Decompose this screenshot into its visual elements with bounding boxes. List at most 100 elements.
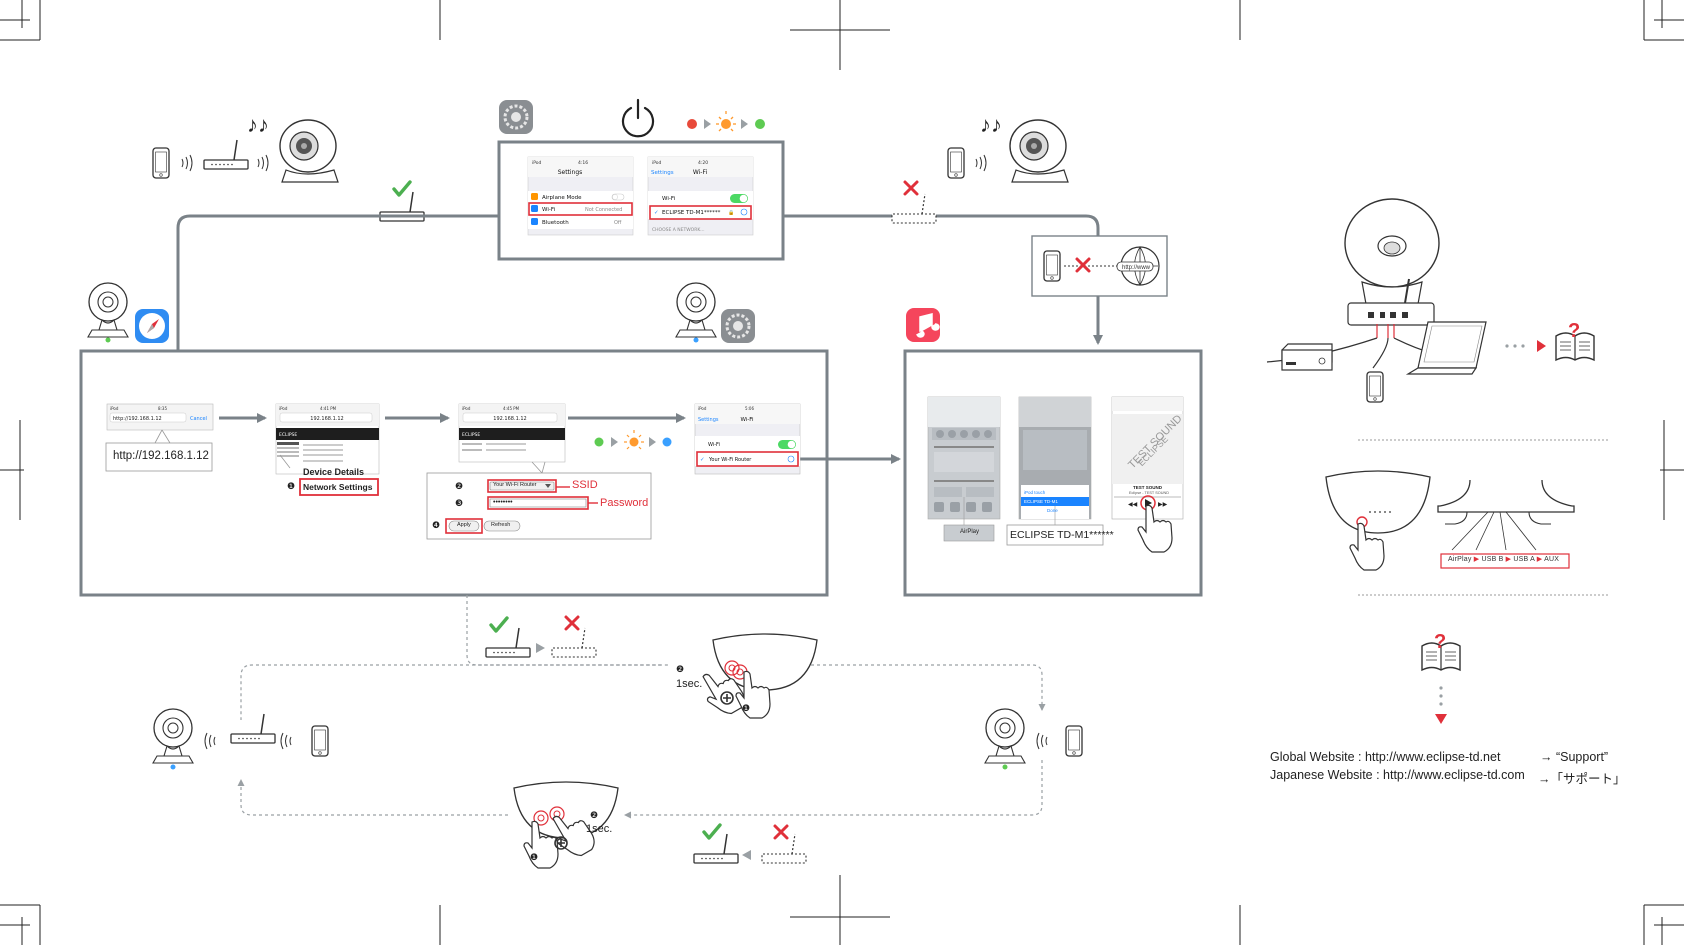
svg-text:Settings: Settings [698,417,719,423]
svg-text:iPod: iPod [532,160,542,166]
cross-icon [903,180,919,196]
input-aux: AUX [1544,556,1560,563]
svg-text:◀◀: ◀◀ [1128,502,1138,508]
svg-text:?: ? [1568,320,1580,342]
check-icon [392,180,412,197]
device-details-label: Device Details [303,467,365,477]
wifi-waves-icon [181,154,193,172]
svg-text:Bluetooth: Bluetooth [542,220,569,226]
dots-to-manual [1505,340,1546,352]
smartphone-icon [1366,371,1384,403]
svg-text:4:20: 4:20 [698,160,708,166]
step-4-badge: ❹ [432,520,441,530]
japanese-website[interactable]: Japanese Website : http://www.eclipse-td… [1270,768,1525,782]
svg-text:Wi-Fi: Wi-Fi [708,442,720,448]
audio-player-device [1281,343,1333,371]
test-sound-track: TEST SOUND [1133,485,1163,490]
speaker-icon [279,119,339,183]
speaker-front-icon-mid [675,282,717,343]
svg-text:Wi-Fi: Wi-Fi [542,207,556,213]
svg-text:?: ? [1434,631,1446,653]
reset-bottom-step-2: ❷ [590,810,599,820]
iphone-menu-item[interactable]: iPod touch [1024,490,1046,495]
wifi-waves-icon [1036,732,1048,750]
input-usb-a: USB A [1513,556,1535,563]
input-usb-b: USB B [1481,556,1504,563]
svg-text:Your Wi-Fi Router: Your Wi-Fi Router [708,457,752,463]
japanese-support-link[interactable]: →「サポート」 [1538,772,1626,786]
wifi-router-icon [230,713,276,744]
svg-text:Not Connected: Not Connected [585,207,622,213]
wifi-waves-icon [257,154,269,172]
refresh-button[interactable] [483,520,521,532]
settings-gear-icon [499,100,533,134]
airplay-label: AirPlay [960,529,980,535]
wifi-router-icon [693,833,739,864]
url-callout [105,442,213,472]
wifi-router-off-icon [761,833,807,864]
apply-button[interactable] [448,520,480,532]
svg-text:ECLIPSE: ECLIPSE [279,432,297,438]
input-select-box [1440,553,1570,569]
wifi-waves-icon [280,732,292,750]
reset-top-step-2: ❷ [676,664,685,674]
config-page-screen: iPod 4:41 PM 192.168.1.12 ECLIPSE [275,403,380,475]
network-settings-label[interactable]: Network Settings [303,482,373,492]
manual-book-icon: ? [1555,320,1595,361]
music-note-icon: ♪♪ [980,112,1002,137]
reset-top-1sec: 1sec. [676,678,703,690]
manual-book-icon: ? [1421,631,1461,671]
top-left-setup: ♪♪ [152,112,339,183]
speaker-bottom-reset [513,781,619,869]
settings-screen: iPod 4:16 Settings Airplane Mode Wi-Fi N… [527,156,634,236]
refresh-label[interactable]: Refresh [491,522,511,528]
global-website[interactable]: Global Website : http://www.eclipse-td.n… [1270,750,1501,764]
svg-text:✓: ✓ [654,210,659,216]
svg-text:Off: Off [614,220,622,226]
svg-text:4:41 PM: 4:41 PM [320,406,337,411]
svg-text:iPod: iPod [652,160,662,166]
step-3-badge: ❸ [455,498,464,508]
speaker-front-icon-left [87,282,129,343]
network-row-highlight [649,205,752,220]
password-field[interactable]: •••••••• [493,499,513,506]
airplay-menu-screen [1018,396,1092,527]
left-flow-line [176,214,499,390]
done-button[interactable]: Done [1047,508,1058,513]
svg-text:ECLIPSE TD-M1******: ECLIPSE TD-M1****** [662,210,721,216]
password-label: Password [600,497,649,509]
speaker-rear-with-devices [1266,198,1465,369]
svg-text:192.168.1.12: 192.168.1.12 [493,416,526,422]
svg-text:🔒: 🔒 [728,209,734,216]
network-settings-highlight [299,478,379,496]
apply-label[interactable]: Apply [457,522,471,528]
airplay-button-callout[interactable] [943,524,995,542]
globe-icon: http://www [1116,246,1160,286]
test-sound-artist: Eclipse - TEST SOUND [1129,491,1169,495]
input-select-row: AirPlay ▶ USB B ▶ USB A ▶ AUX [1448,556,1560,563]
right-flow-line [783,214,1100,236]
wifi-result-screen: iPod 5:06 Settings Wi-Fi Wi-Fi ✓ Your Wi… [694,403,801,475]
device-menu-item[interactable]: ECLIPSE TD-M1 [1024,499,1058,504]
svg-text:192.168.1.12: 192.168.1.12 [310,416,343,422]
ssid-field[interactable]: Your Wi-Fi Router [493,482,537,488]
device-name-label: ECLIPSE TD-M1****** [1010,529,1114,541]
music-note-icon [906,308,940,342]
reset-bottom-step-1: ❶ [530,852,539,862]
device-name-callout [1006,524,1104,546]
laptop-icon [1405,321,1487,375]
router-row-highlight [696,451,799,467]
speaker-top-reset [695,633,818,722]
control-center-screen [927,396,1001,525]
smartphone-icon [1065,725,1083,757]
check-icon [702,823,722,840]
dots-down [1435,686,1447,724]
svg-text:Wi-Fi: Wi-Fi [693,169,708,176]
ssid-label: SSID [572,479,598,491]
svg-text:CHOOSE A NETWORK...: CHOOSE A NETWORK... [652,227,705,233]
global-support-link[interactable]: → “Support” [1540,750,1609,764]
svg-text:http://192.168.1.12: http://192.168.1.12 [113,416,162,422]
smartphone-icon [947,147,965,179]
